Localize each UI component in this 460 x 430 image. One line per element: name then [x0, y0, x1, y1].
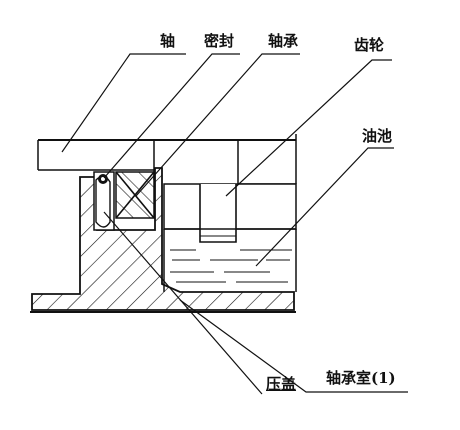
label-seal: 密封	[204, 32, 235, 50]
label-press-cover: 压盖	[266, 375, 297, 393]
label-bearing: 轴承	[268, 32, 299, 50]
leader-shaft	[61, 53, 186, 153]
shaft	[37, 134, 297, 185]
leader-bearing-chamber	[179, 299, 408, 393]
leader-lines	[61, 53, 408, 395]
leader-bearing	[135, 53, 300, 197]
leader-seal	[103, 53, 240, 179]
bearing	[115, 171, 155, 219]
leader-gear	[225, 59, 392, 197]
label-shaft: 轴	[160, 32, 176, 50]
leader-oil-pool	[255, 147, 394, 267]
label-oil-pool: 油池	[362, 127, 393, 145]
label-gear: 齿轮	[354, 36, 385, 54]
oil-pool	[163, 228, 297, 292]
bearing-chamber-housing	[30, 167, 296, 313]
leader-press-cover	[103, 211, 263, 395]
label-bearing-chamber: 轴承室(1)	[326, 369, 396, 387]
